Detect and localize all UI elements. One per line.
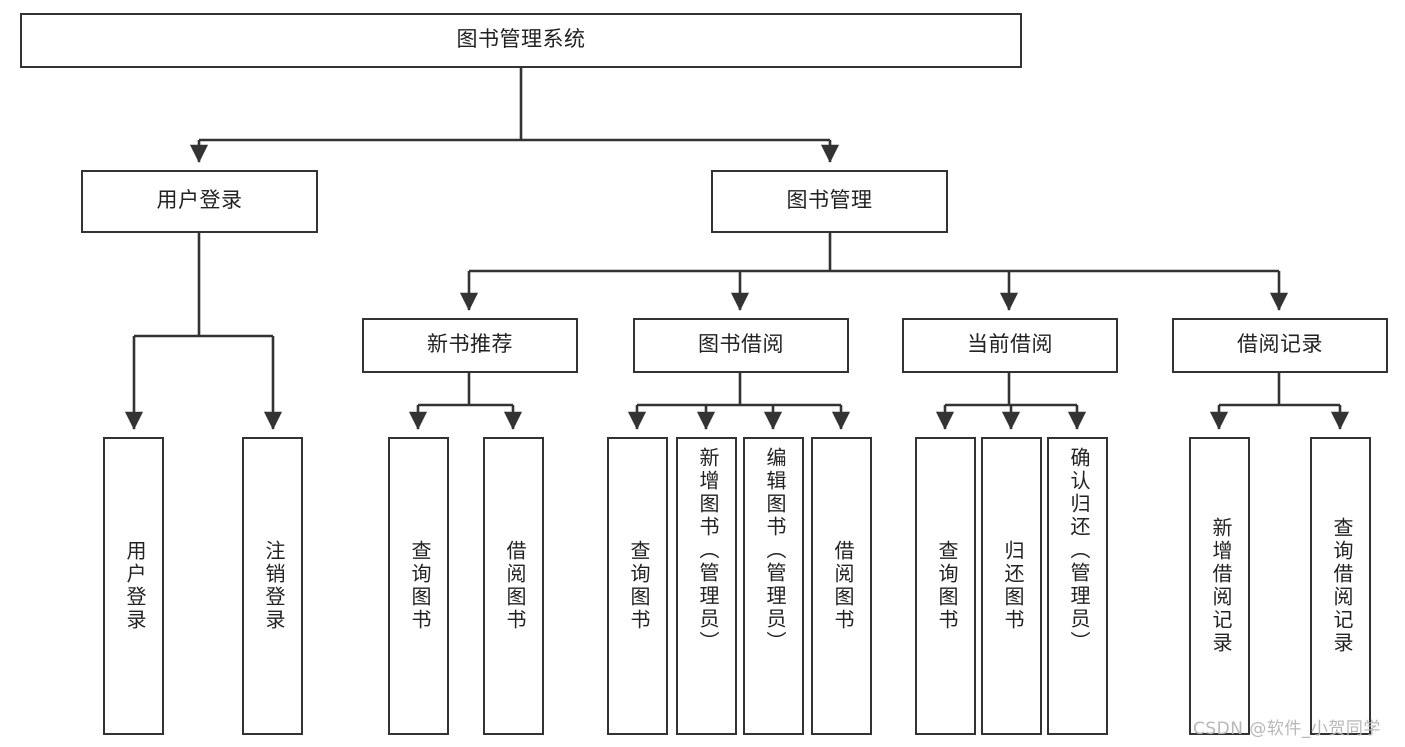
node-new-book-recommend-label: 新书推荐 <box>427 333 513 357</box>
node-leaf-query-book-1[interactable]: 查询图书 <box>388 437 449 735</box>
node-leaf-query-record-label: 查询借阅记录 <box>1330 517 1352 655</box>
node-user-login[interactable]: 用户登录 <box>81 170 318 233</box>
node-leaf-return-book-label: 归还图书 <box>1001 540 1023 632</box>
node-leaf-edit-book[interactable]: 编辑图书（管理员） <box>743 437 804 735</box>
node-leaf-confirm-return[interactable]: 确认归还（管理员） <box>1047 437 1108 735</box>
node-user-login-label: 用户登录 <box>156 189 243 213</box>
node-root[interactable]: 图书管理系统 <box>20 13 1022 68</box>
node-leaf-add-record[interactable]: 新增借阅记录 <box>1189 437 1250 735</box>
node-leaf-borrow-book-2[interactable]: 借阅图书 <box>811 437 872 735</box>
node-leaf-add-record-label: 新增借阅记录 <box>1209 517 1231 655</box>
node-leaf-confirm-return-label: 确认归还（管理员） <box>1067 447 1089 654</box>
node-leaf-edit-book-label: 编辑图书（管理员） <box>763 447 785 654</box>
node-leaf-add-book-label: 新增图书（管理员） <box>696 447 718 654</box>
node-borrow-record-label: 借阅记录 <box>1237 333 1323 357</box>
node-leaf-logout-login[interactable]: 注销登录 <box>242 437 303 735</box>
node-book-manage[interactable]: 图书管理 <box>711 170 948 233</box>
node-leaf-query-book-3[interactable]: 查询图书 <box>915 437 976 735</box>
node-leaf-query-book-1-label: 查询图书 <box>408 540 430 632</box>
node-book-borrow[interactable]: 图书借阅 <box>633 318 849 373</box>
node-leaf-borrow-book-1-label: 借阅图书 <box>503 540 525 632</box>
node-leaf-logout-login-label: 注销登录 <box>262 540 284 632</box>
node-book-manage-label: 图书管理 <box>786 189 873 213</box>
node-current-borrow-label: 当前借阅 <box>967 333 1053 357</box>
node-leaf-user-login[interactable]: 用户登录 <box>103 437 164 735</box>
node-book-borrow-label: 图书借阅 <box>698 333 784 357</box>
node-current-borrow[interactable]: 当前借阅 <box>902 318 1118 373</box>
node-leaf-return-book[interactable]: 归还图书 <box>981 437 1042 735</box>
node-leaf-query-record[interactable]: 查询借阅记录 <box>1310 437 1371 735</box>
node-new-book-recommend[interactable]: 新书推荐 <box>362 318 578 373</box>
node-leaf-query-book-2[interactable]: 查询图书 <box>607 437 668 735</box>
node-borrow-record[interactable]: 借阅记录 <box>1172 318 1388 373</box>
node-leaf-user-login-label: 用户登录 <box>123 540 145 632</box>
node-leaf-borrow-book-2-label: 借阅图书 <box>831 540 853 632</box>
node-leaf-borrow-book-1[interactable]: 借阅图书 <box>483 437 544 735</box>
node-root-label: 图书管理系统 <box>456 28 586 52</box>
node-leaf-query-book-2-label: 查询图书 <box>627 540 649 632</box>
csdn-watermark: CSDN @软件_小贺同学 <box>1193 719 1381 739</box>
node-leaf-query-book-3-label: 查询图书 <box>935 540 957 632</box>
node-leaf-add-book[interactable]: 新增图书（管理员） <box>676 437 737 735</box>
